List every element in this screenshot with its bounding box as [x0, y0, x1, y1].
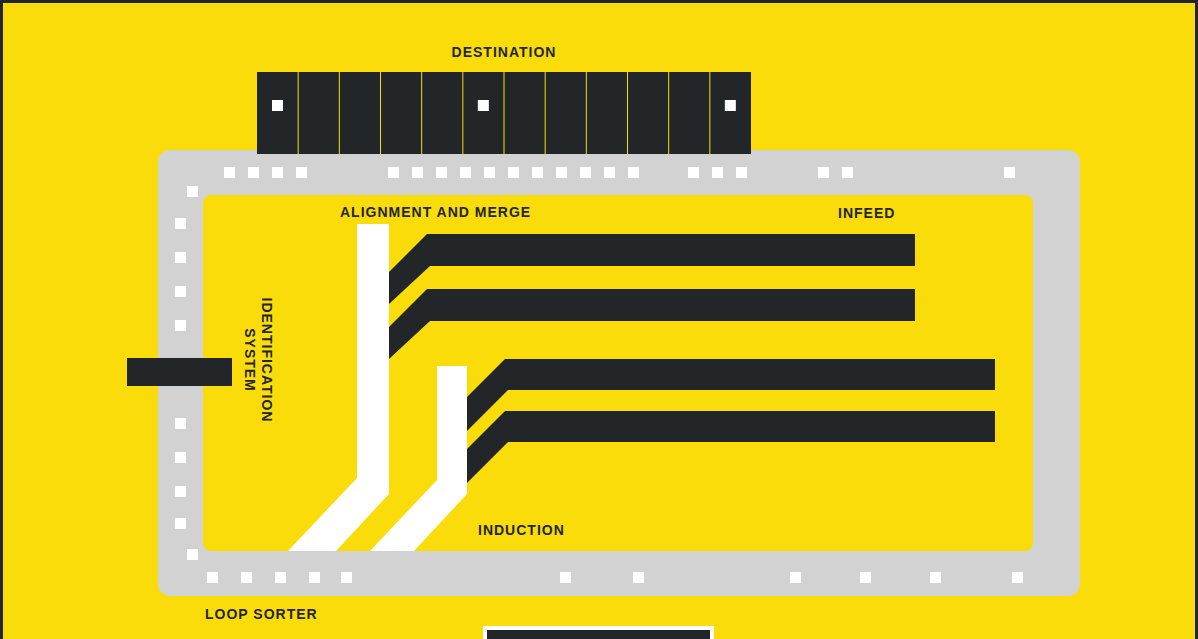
tray-marker	[272, 100, 283, 111]
infeed-conveyor: INFEED	[389, 200, 995, 483]
tray-marker	[296, 167, 307, 178]
chute-divider	[462, 72, 463, 154]
tray-marker	[175, 518, 186, 529]
tray-marker	[460, 167, 471, 178]
tray-marker	[508, 167, 519, 178]
chute-divider	[709, 72, 710, 154]
tray-marker	[688, 167, 699, 178]
tray-marker	[175, 320, 186, 331]
chute-divider	[380, 72, 381, 154]
tray-marker	[175, 218, 186, 229]
tray-marker	[560, 572, 571, 583]
tray-marker	[725, 100, 736, 111]
shape-group	[257, 72, 751, 154]
chute-divider	[545, 72, 546, 154]
tray-marker	[309, 572, 320, 583]
tray-marker	[207, 572, 218, 583]
tray-marker	[175, 452, 186, 463]
area-label: INDUCTION	[478, 522, 618, 539]
chute-divider	[339, 72, 340, 154]
tray-marker	[532, 167, 543, 178]
tray-marker	[712, 167, 723, 178]
tray-marker	[341, 572, 352, 583]
tray-marker	[388, 167, 399, 178]
tray-marker	[818, 167, 829, 178]
tray-marker	[842, 167, 853, 178]
tray-marker	[633, 572, 644, 583]
tray-marker	[412, 167, 423, 178]
tray-marker	[436, 167, 447, 178]
tray-marker	[860, 572, 871, 583]
node-label: LOOP SORTER	[205, 606, 405, 623]
tray-marker	[736, 167, 747, 178]
chute-divider	[421, 72, 422, 154]
tray-marker	[556, 167, 567, 178]
tray-marker	[580, 167, 591, 178]
chute-divider	[668, 72, 669, 154]
tray-marker	[1012, 572, 1023, 583]
tray-marker	[175, 418, 186, 429]
chute-divider	[586, 72, 587, 154]
tray-marker	[930, 572, 941, 583]
shape-group	[127, 358, 232, 386]
bottom-panel	[485, 628, 712, 639]
tray-marker	[1004, 167, 1015, 178]
node-shape	[127, 280, 282, 440]
tray-marker	[484, 167, 495, 178]
sorter-loop	[158, 150, 1080, 596]
tray-marker	[187, 549, 198, 560]
tray-marker	[224, 167, 235, 178]
tray-marker	[175, 252, 186, 263]
node-label: ALIGNMENT AND MERGE	[340, 204, 580, 221]
tray-marker	[248, 167, 259, 178]
tray-marker	[272, 167, 283, 178]
identification-scanner: IDENTIFICATION SYSTEM	[127, 280, 282, 440]
tray-marker	[175, 486, 186, 497]
node-label: INFEED	[838, 205, 948, 222]
node-label: IDENTIFICATION SYSTEM	[241, 285, 275, 435]
chute-divider	[298, 72, 299, 154]
tray-marker	[275, 572, 286, 583]
chute-divider	[504, 72, 505, 154]
destination-chutes: DESTINATION	[257, 40, 751, 154]
shape-group	[158, 150, 1080, 596]
loop-interior	[203, 195, 1033, 551]
tray-marker	[604, 167, 615, 178]
scanner-bar	[127, 358, 232, 386]
tray-marker	[175, 286, 186, 297]
tray-marker	[187, 186, 198, 197]
tray-marker	[790, 572, 801, 583]
chute-divider	[627, 72, 628, 154]
tray-marker	[628, 167, 639, 178]
tray-marker	[241, 572, 252, 583]
tray-marker	[478, 100, 489, 111]
chute-block	[257, 72, 751, 154]
node-label: DESTINATION	[257, 44, 751, 61]
node-shape	[389, 200, 995, 483]
